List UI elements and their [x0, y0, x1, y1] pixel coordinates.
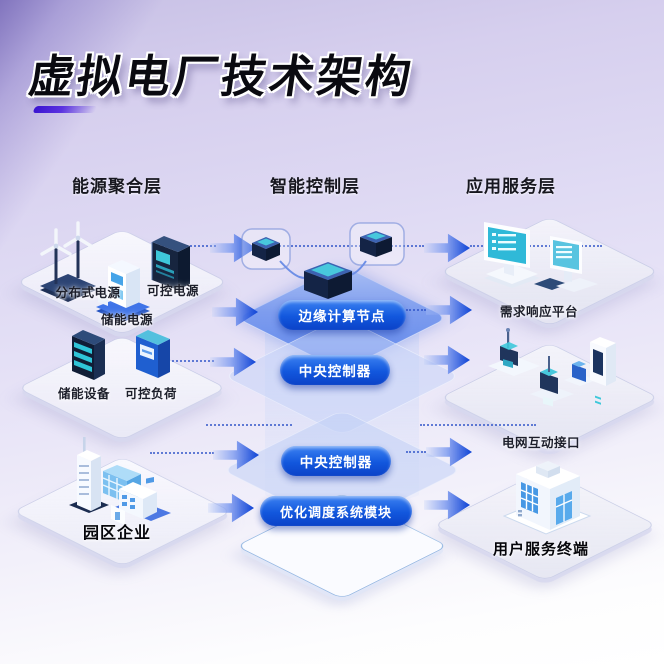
label-controllable-load: 可控负荷 — [124, 387, 178, 401]
dotted-line — [470, 245, 602, 247]
dotted-line — [420, 424, 536, 426]
header-application-service-layer: 应用服务层 — [466, 177, 556, 196]
label-campus-enterprises: 园区企业 — [82, 525, 152, 542]
label-demand-response-platform: 需求响应平台 — [499, 305, 579, 319]
label-controllable-power: 可控电源 — [146, 284, 200, 298]
edge-devices-cluster-icon — [241, 222, 405, 313]
user-terminal-building-icon — [502, 461, 592, 535]
edge-device-icon — [252, 237, 280, 261]
title-underline — [32, 106, 98, 113]
pill-optimization-dispatch-module: 优化调度系统模块 — [260, 496, 412, 526]
dotted-line — [406, 309, 426, 311]
monitors-icon — [484, 222, 598, 292]
controllable-power-cabinet-icon — [151, 236, 190, 290]
dotted-line — [150, 452, 214, 454]
wind-turbine-icon — [40, 221, 96, 302]
energy-storage-tower-icon — [96, 260, 150, 322]
label-grid-interaction-interface: 电网互动接口 — [501, 436, 581, 450]
dotted-line — [406, 451, 426, 453]
campus-buildings-icon — [69, 437, 171, 525]
edge-gateway-icon — [304, 262, 352, 299]
label-storage-equipment: 储能设备 — [57, 387, 111, 401]
storage-rack-icon — [72, 330, 105, 380]
dotted-line — [172, 360, 214, 362]
grid-devices-icon — [488, 328, 616, 407]
pill-edge-computing-node: 边缘计算节点 — [278, 300, 406, 330]
label-energy-storage-power: 储能电源 — [100, 313, 154, 327]
label-user-service-terminal: 用户服务终端 — [492, 541, 590, 558]
header-energy-aggregation-layer: 能源聚合层 — [72, 177, 162, 196]
dotted-line — [206, 424, 292, 426]
dotted-line — [256, 245, 424, 247]
pill-central-controller-2: 中央控制器 — [281, 446, 391, 476]
page-title: 虚拟电厂技术架构 — [25, 51, 418, 102]
header-intelligent-control-layer: 智能控制层 — [270, 177, 360, 196]
edge-device-icon — [360, 231, 392, 257]
pill-central-controller-1: 中央控制器 — [280, 355, 390, 385]
controllable-load-cabinet-icon — [136, 330, 170, 378]
label-distributed-power: 分布式电源 — [55, 286, 121, 300]
